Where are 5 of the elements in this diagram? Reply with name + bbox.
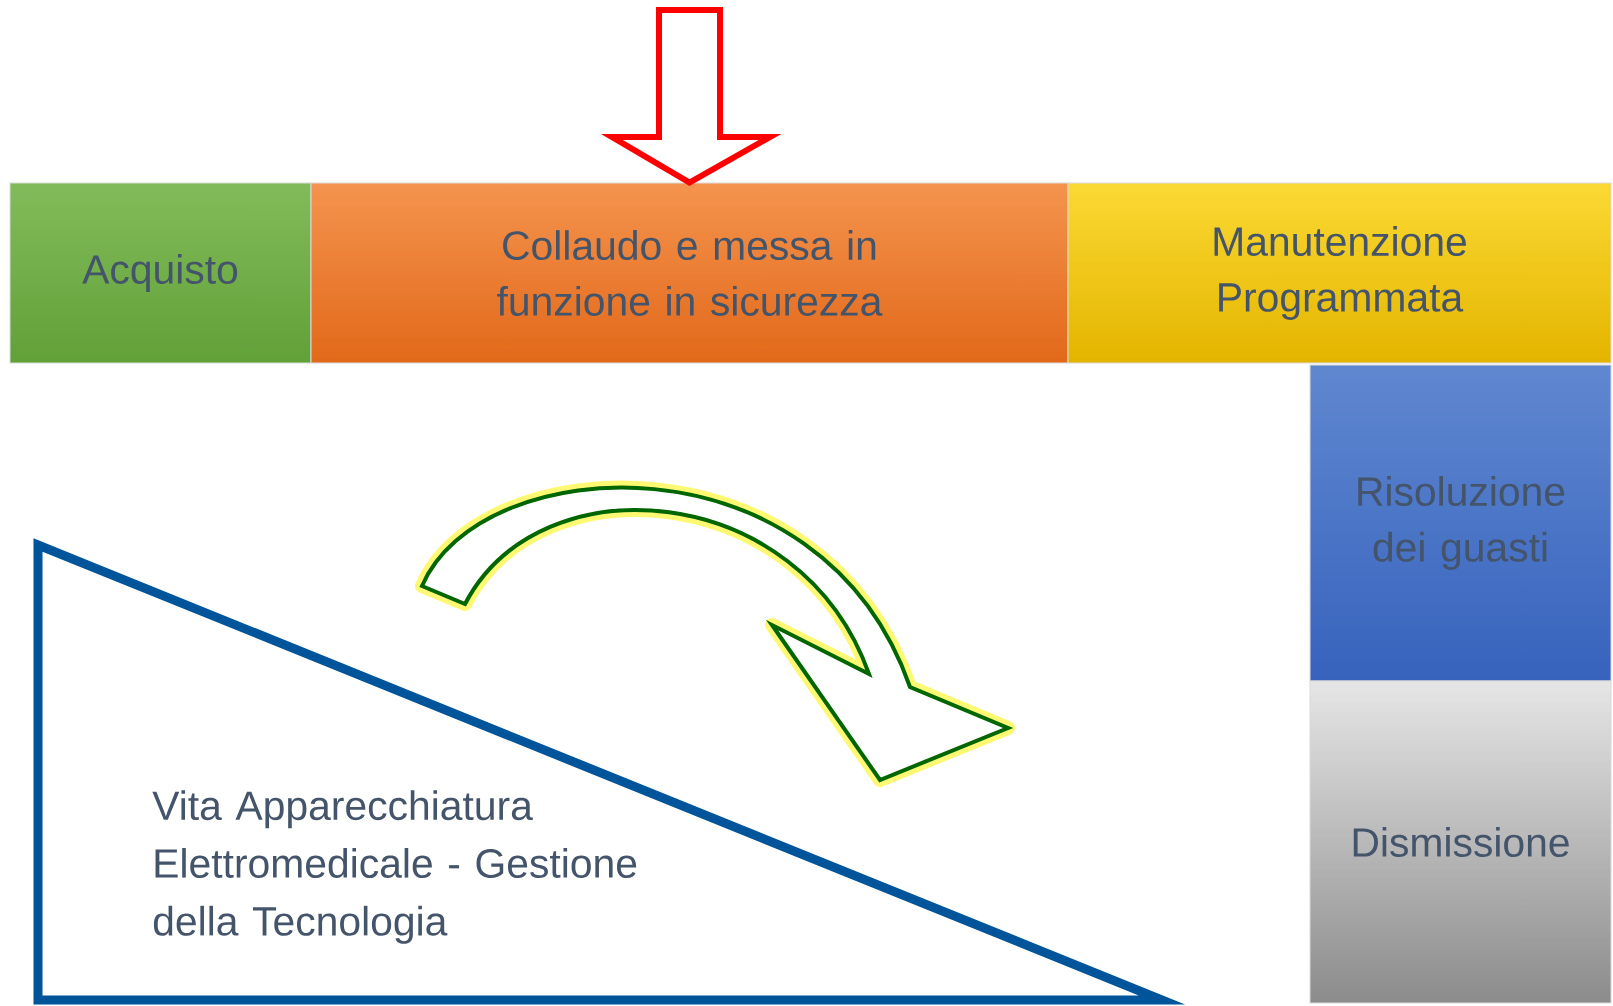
stage-box: Manutenzione Programmata — [1067, 182, 1612, 364]
block-arrow — [600, 7, 782, 186]
stage-box: Acquisto — [9, 182, 312, 364]
stage-box: Risoluzione dei guasti — [1309, 364, 1612, 682]
stage-box: Dismissione — [1309, 680, 1612, 1004]
